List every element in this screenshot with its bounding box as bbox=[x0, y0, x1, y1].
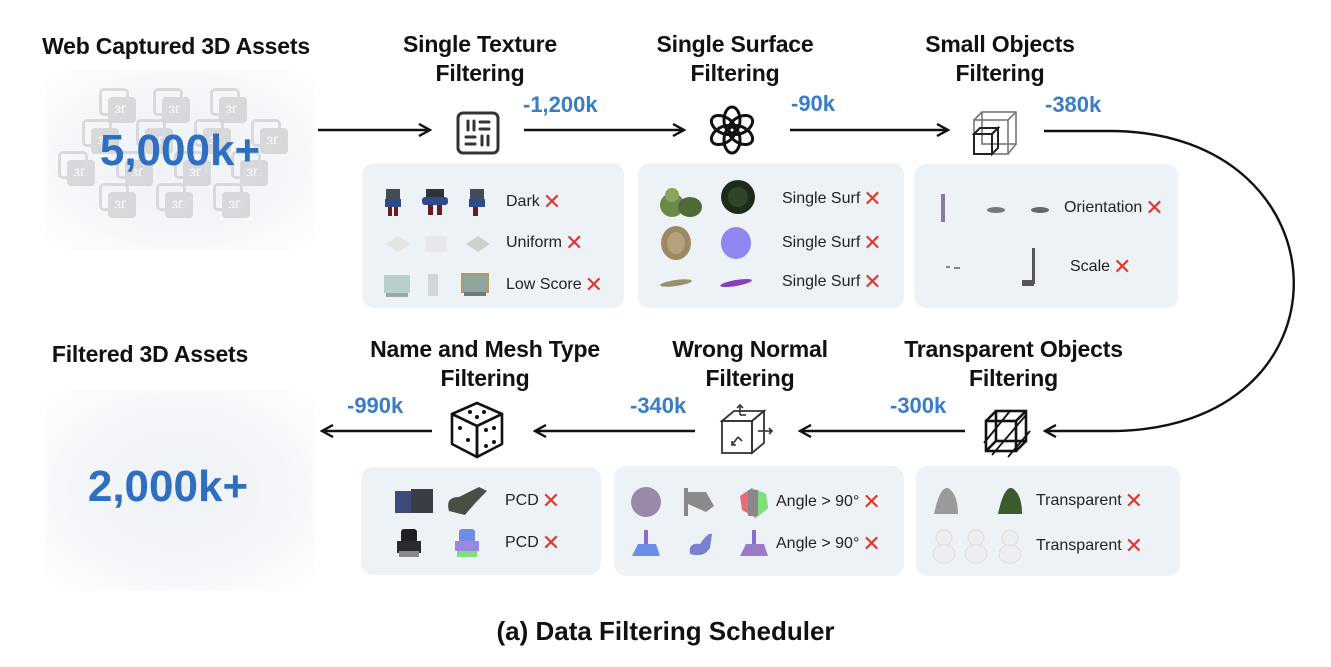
result-title: Filtered 3D Assets bbox=[51, 341, 249, 367]
3d-asset-icon: 3D bbox=[251, 119, 288, 154]
point-cloud-chair-thumbnail bbox=[397, 529, 479, 557]
example-row: Angle > 90°✕ bbox=[630, 528, 881, 560]
3d-asset-icon: 3D bbox=[153, 88, 190, 123]
stage-title-small-objects: Small Objects Filtering bbox=[925, 31, 1075, 86]
example-row: Dark✕ bbox=[382, 187, 561, 217]
source-count-box: 3D 3D 3D 3D 3D 3D 3D 3D 3D 3D 3D 3D 3D 3… bbox=[45, 70, 315, 250]
example-row: Angle > 90°✕ bbox=[630, 486, 881, 518]
example-row: Transparent✕ bbox=[930, 486, 1143, 516]
result-count-box: 2,000k+ bbox=[45, 390, 315, 590]
reject-x-icon: ✕ bbox=[565, 230, 584, 255]
texture-grid-icon bbox=[456, 111, 500, 155]
3d-asset-icon: 3D bbox=[116, 151, 153, 186]
reject-x-icon: ✕ bbox=[541, 488, 561, 513]
reject-x-icon: ✕ bbox=[1124, 533, 1144, 558]
reject-x-icon: ✕ bbox=[541, 530, 561, 555]
source-count: 5,000k+ bbox=[99, 126, 261, 175]
wrong-normal-thumbnail bbox=[632, 530, 768, 556]
point-cloud-thumbnail bbox=[395, 487, 487, 515]
3d-asset-icon: 3D bbox=[194, 119, 231, 154]
normal-arrows-cube-icon bbox=[719, 403, 774, 455]
examples-panel-name-and-mesh-type: PCD✕ PCD✕ bbox=[361, 467, 601, 575]
openai-knot-icon bbox=[709, 105, 755, 155]
removed-count-single-texture: -1,200k bbox=[523, 88, 598, 122]
scale-objects-thumbnail bbox=[946, 248, 1035, 286]
example-row: Low Score✕ bbox=[382, 272, 603, 298]
removed-count-wrong-normal: -340k bbox=[630, 389, 686, 423]
stage-title-name-and-mesh-type: Name and Mesh Type Filtering bbox=[370, 336, 600, 391]
3d-asset-icon: 3D bbox=[213, 183, 250, 218]
example-row: Single Surf✕ bbox=[658, 225, 882, 261]
stage-title-transparent-objects: Transparent Objects Filtering bbox=[904, 336, 1123, 391]
example-row: PCD✕ bbox=[393, 485, 560, 517]
reject-x-icon: ✕ bbox=[542, 189, 562, 214]
figure-caption: (a) Data Filtering Scheduler bbox=[496, 616, 835, 646]
3d-asset-icon: 3D bbox=[99, 183, 136, 218]
reject-x-icon: ✕ bbox=[1145, 195, 1164, 220]
3d-asset-icon: 3D bbox=[82, 119, 119, 154]
examples-panel-single-surface: Single Surf✕ Single Surf✕ Single Surf✕ bbox=[638, 163, 904, 308]
3d-asset-icon: 3D bbox=[99, 88, 136, 123]
reject-x-icon: ✕ bbox=[862, 489, 881, 514]
transparent-bear-thumbnail bbox=[932, 529, 1022, 564]
3d-asset-icon: 3D bbox=[136, 119, 173, 154]
3d-asset-icon: 3D bbox=[58, 151, 95, 186]
low-score-thumbnail bbox=[384, 273, 489, 297]
example-row: Single Surf✕ bbox=[658, 177, 882, 221]
stage-title-single-surface: Single Surface Filtering bbox=[656, 31, 814, 86]
reject-x-icon: ✕ bbox=[1113, 254, 1132, 279]
source-title: Web Captured 3D Assets bbox=[42, 33, 310, 59]
removed-count-transparent-objects: -300k bbox=[890, 389, 946, 423]
wrong-normal-thumbnail bbox=[631, 487, 768, 518]
reject-x-icon: ✕ bbox=[863, 186, 882, 211]
example-row: Single Surf✕ bbox=[658, 271, 882, 293]
example-row: PCD✕ bbox=[393, 527, 560, 559]
flat-surface-thumbnail bbox=[660, 278, 752, 288]
tiny-objects-thumbnail bbox=[941, 194, 1049, 222]
nested-cube-icon bbox=[971, 111, 1017, 157]
examples-panel-small-objects: Orientation✕ Scale✕ bbox=[914, 164, 1178, 308]
reject-x-icon: ✕ bbox=[863, 269, 882, 294]
rock-and-blob-thumbnail bbox=[661, 226, 751, 260]
stage-title-single-texture: Single Texture Filtering bbox=[403, 31, 557, 86]
example-row: Orientation✕ bbox=[932, 190, 1164, 226]
examples-panel-transparent-objects: Transparent✕ Transparent✕ bbox=[916, 466, 1180, 576]
3d-asset-icon: 3D bbox=[210, 88, 247, 123]
dark-robot-thumbnail bbox=[385, 189, 485, 216]
3d-asset-icon: 3D bbox=[231, 151, 268, 186]
stage-title-wrong-normal: Wrong Normal Filtering bbox=[672, 336, 828, 391]
dice-cube-icon bbox=[450, 401, 504, 459]
examples-panel-wrong-normal: Angle > 90°✕ Angle > 90°✕ bbox=[614, 466, 904, 576]
uniform-thumbnail bbox=[386, 236, 490, 252]
reject-x-icon: ✕ bbox=[584, 272, 604, 297]
creature-and-disc-thumbnail bbox=[660, 180, 755, 217]
result-count: 2,000k+ bbox=[87, 462, 249, 511]
arrow-small-to-transparent bbox=[1044, 129, 1295, 431]
removed-count-single-surface: -90k bbox=[791, 87, 835, 121]
transparent-rock-thumbnail bbox=[934, 487, 1022, 514]
example-row: Scale✕ bbox=[932, 244, 1131, 290]
3d-asset-icon: 3D bbox=[156, 183, 193, 218]
removed-count-name-and-mesh-type: -990k bbox=[347, 389, 403, 423]
example-row: Uniform✕ bbox=[382, 230, 583, 256]
3d-asset-icon: 3D bbox=[174, 151, 211, 186]
example-row: Transparent✕ bbox=[930, 528, 1143, 564]
removed-count-small-objects: -380k bbox=[1045, 88, 1101, 122]
examples-panel-single-texture: Dark✕ Uniform✕ Low Score✕ bbox=[362, 163, 624, 308]
hatched-cube-icon bbox=[983, 409, 1031, 458]
reject-x-icon: ✕ bbox=[862, 531, 881, 556]
reject-x-icon: ✕ bbox=[1124, 488, 1144, 513]
reject-x-icon: ✕ bbox=[863, 230, 882, 255]
